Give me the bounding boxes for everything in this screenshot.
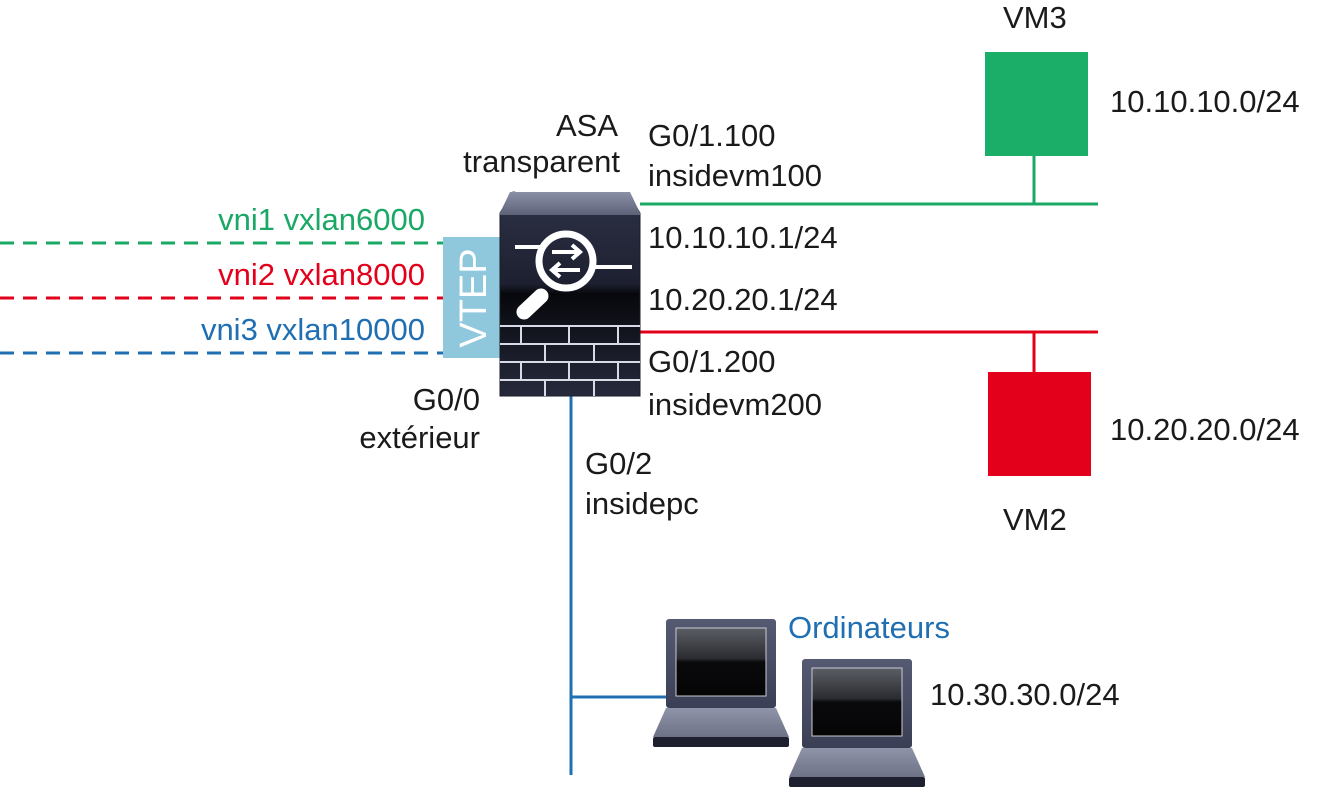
subif-200-name: insidevm200 [648, 387, 823, 422]
pc-name-label: insidepc [585, 486, 699, 521]
asa-mode-label: transparent [463, 144, 620, 179]
vxlan-label-vni2: vni2 vxlan8000 [218, 257, 425, 292]
vtep-label: VTEP [453, 248, 495, 347]
subif-100-ip: 10.10.10.1/24 [648, 220, 838, 255]
vxlan-label-vni3: vni3 vxlan10000 [200, 312, 425, 347]
computers-group-label: Ordinateurs [788, 610, 950, 645]
laptop-icon-2 [789, 659, 925, 787]
vm2-label: VM2 [1003, 502, 1067, 537]
vm3-node [985, 52, 1088, 156]
vtep-box [443, 237, 503, 358]
pc-subnet: 10.30.30.0/24 [930, 677, 1120, 712]
subif-200-interface: G0/1.200 [648, 344, 776, 379]
asa-label: ASA [555, 108, 618, 143]
outside-interface-label: G0/0 [412, 382, 480, 417]
laptop-icon-1 [653, 619, 789, 747]
vm2-subnet: 10.20.20.0/24 [1110, 412, 1300, 447]
vxlan-label-vni1: vni1 vxlan6000 [218, 202, 425, 237]
vm3-label: VM3 [1003, 0, 1067, 35]
subif-100-interface: G0/1.100 [648, 118, 776, 153]
vm3-subnet: 10.10.10.0/24 [1110, 84, 1300, 119]
outside-name-label: extérieur [359, 420, 480, 455]
pc-interface-label: G0/2 [585, 446, 653, 481]
vm2-node [988, 372, 1091, 476]
asa-firewall-icon [499, 191, 641, 397]
subif-200-ip: 10.20.20.1/24 [648, 282, 838, 317]
subif-100-name: insidevm100 [648, 158, 823, 193]
